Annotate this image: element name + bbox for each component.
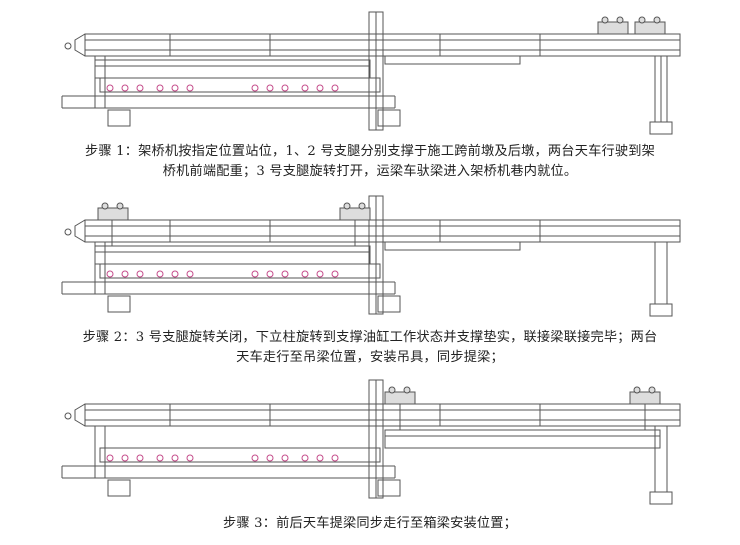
step-2-drawing: [61, 195, 681, 317]
caption-line: 步骤 3：前后天车提梁同步走行至箱梁安装位置；: [222, 516, 518, 531]
pier-front: [649, 491, 673, 505]
carrier-wheels: [106, 454, 339, 462]
trolleys: [97, 202, 371, 221]
pier-mid: [377, 109, 401, 127]
trolleys: [597, 16, 666, 35]
beam-carrier: [99, 447, 381, 463]
step-1-drawing: [61, 11, 681, 135]
beam-carrier: [99, 263, 381, 279]
beam-carrier: [99, 77, 381, 93]
carrier-wheels: [106, 270, 339, 278]
box-girder: [94, 245, 371, 265]
trolleys: [384, 386, 661, 405]
step-1-caption: 步骤 1：架桥机按指定位置站位，1、2 号支腿分别支撑于施工跨前墩及后墩，两台天…: [0, 142, 740, 182]
caption-line: 步骤 1：架桥机按指定位置站位，1、2 号支腿分别支撑于施工跨前墩及后墩，两台天…: [84, 144, 656, 159]
pier-mid: [377, 295, 401, 313]
step-2: 步骤 2：3 号支腿旋转关闭，下立柱旋转到支撑油缸工作状态并支撑垫实，联接梁联接…: [0, 192, 740, 372]
step-3-caption: 步骤 3：前后天车提梁同步走行至箱梁安装位置；: [0, 514, 740, 534]
pier-rear: [107, 295, 131, 313]
caption-line: 天车走行至吊梁位置，安装吊具，同步提梁；: [236, 350, 504, 365]
leg-1: [654, 241, 668, 305]
pier-front: [649, 121, 673, 135]
pier-front: [649, 303, 673, 317]
carrier-wheels: [106, 84, 339, 92]
step-3-drawing: [61, 379, 681, 505]
caption-line: 步骤 2：3 号支腿旋转关闭，下立柱旋转到支撑油缸工作状态并支撑垫实，联接梁联接…: [82, 330, 658, 345]
step-3: 步骤 3：前后天车提梁同步走行至箱梁安装位置；: [0, 374, 740, 545]
box-girder: [94, 59, 371, 79]
step-2-caption: 步骤 2：3 号支腿旋转关闭，下立柱旋转到支撑油缸工作状态并支撑垫实，联接梁联接…: [0, 328, 740, 368]
pier-rear: [107, 479, 131, 497]
pier-rear: [107, 109, 131, 127]
step-1: 步骤 1：架桥机按指定位置站位，1、2 号支腿分别支撑于施工跨前墩及后墩，两台天…: [0, 0, 740, 190]
caption-line: 桥机前端配重；3 号支腿旋转打开，运梁车驮梁进入架桥机巷内就位。: [162, 164, 578, 179]
pier-mid: [377, 479, 401, 497]
box-girder: [384, 429, 661, 449]
